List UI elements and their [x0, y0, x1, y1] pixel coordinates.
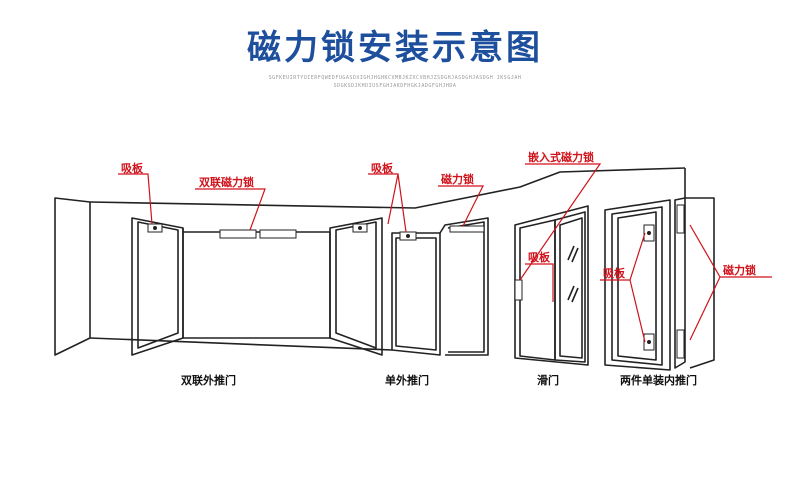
label-embedded-lock: 嵌入式磁力锁 — [528, 150, 594, 164]
label-double-lock: 双联磁力锁 — [199, 175, 254, 189]
subtitle-line-2: SDGKSDJKHDIUSFGHJAKDFHGKJADGFGHJHDA — [333, 83, 457, 89]
caption-sliding: 滑门 — [537, 373, 559, 387]
double-door-left-inner — [137, 221, 179, 349]
inward-door-leaf — [611, 206, 663, 366]
caption-double-push: 双联外推门 — [181, 373, 236, 387]
sliding-door-left-panel — [519, 219, 556, 361]
single-door-frame — [447, 221, 485, 353]
leader-embedded-lock — [519, 163, 602, 281]
leader-plate-slide — [525, 263, 554, 302]
leader-double-lock — [195, 188, 266, 231]
double-door-right-leaf — [329, 217, 383, 356]
right-side-wall — [684, 168, 715, 369]
page-title: 磁力锁安装示意图 — [247, 28, 543, 68]
magnetic-lock-single — [449, 225, 485, 233]
double-door-right-inner — [335, 221, 377, 349]
double-door-frame — [183, 231, 331, 338]
leader-plate-right — [600, 232, 646, 343]
leader-plate-mid — [368, 173, 407, 233]
caption-single-push: 单外推门 — [385, 373, 429, 387]
sliding-door-frame — [514, 205, 589, 366]
label-lock-right: 磁力锁 — [723, 263, 756, 277]
sliding-door-right-panel — [554, 211, 586, 363]
single-door-leaf — [391, 232, 441, 356]
label-lock-single: 磁力锁 — [441, 172, 474, 186]
inward-door-jamb — [674, 197, 686, 369]
embedded-magnetic-lock — [514, 279, 523, 301]
label-plate-slide: 吸板 — [528, 250, 551, 264]
label-plate-right: 吸板 — [603, 266, 626, 280]
magnetic-lock-right-bottom — [676, 329, 685, 359]
label-plate-mid: 吸板 — [371, 161, 394, 175]
leader-lock-right — [689, 224, 772, 341]
label-plate-left: 吸板 — [121, 161, 144, 175]
double-magnetic-lock-right — [259, 229, 297, 239]
magnetic-lock-right-top — [676, 204, 685, 234]
double-magnetic-lock-left — [219, 229, 257, 239]
leader-lock-single — [438, 185, 484, 227]
back-wall-floor — [89, 337, 393, 351]
subtitle-line-1: SGFKEUIRTYUIERFQWEDFUGASDXIGHJHGHKCVMBJK… — [268, 75, 522, 81]
leader-plate-left — [118, 173, 153, 225]
inward-door-frame — [604, 199, 671, 371]
left-side-wall — [54, 197, 91, 356]
caption-two-single: 两件单装内推门 — [620, 373, 697, 387]
back-wall-top — [89, 167, 686, 209]
